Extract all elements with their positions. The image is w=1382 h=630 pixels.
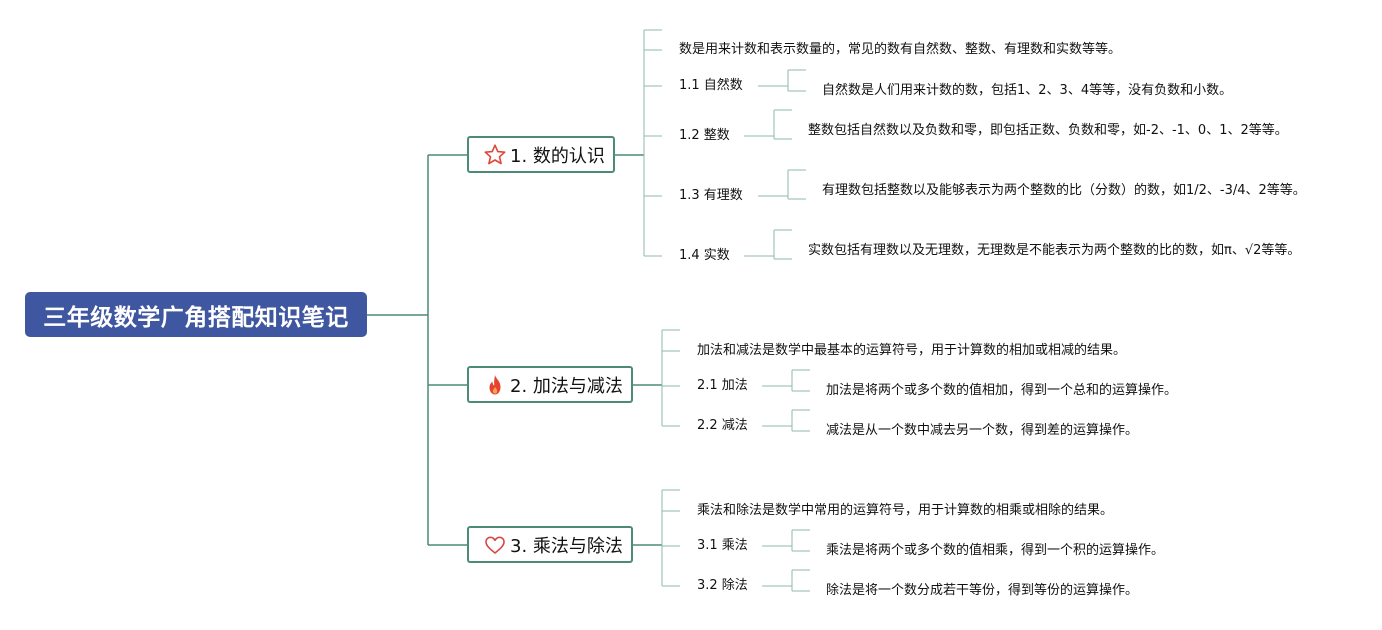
subtopic-label[interactable]: 2.2 减法 xyxy=(697,418,748,433)
star-icon xyxy=(483,143,507,167)
root-topic[interactable]: 三年级数学广角搭配知识笔记 xyxy=(25,292,367,337)
topic-multiplication-division[interactable]: 3. 乘法与除法 xyxy=(467,526,633,563)
topic-intro: 数是用来计数和表示数量的，常见的数有自然数、整数、有理数和实数等等。 xyxy=(679,42,1122,57)
subtopic-description: 整数包括自然数以及负数和零，即包括正数、负数和零，如-2、-1、0、1、2等等。 xyxy=(808,123,1288,138)
subtopic-label[interactable]: 3.2 除法 xyxy=(697,578,748,593)
fire-icon xyxy=(483,373,507,397)
topic-number-recognition[interactable]: 1. 数的认识 xyxy=(467,136,615,173)
subtopic-label[interactable]: 1.4 实数 xyxy=(679,248,730,263)
topic-title: 1. 数的认识 xyxy=(510,145,605,167)
subtopic-label[interactable]: 1.3 有理数 xyxy=(679,188,743,203)
subtopic-label[interactable]: 1.2 整数 xyxy=(679,128,730,143)
subtopic-description: 自然数是人们用来计数的数，包括1、2、3、4等等，没有负数和小数。 xyxy=(822,83,1233,98)
subtopic-description: 实数包括有理数以及无理数，无理数是不能表示为两个整数的比的数，如π、√2等等。 xyxy=(808,243,1301,258)
subtopic-description: 乘法是将两个或多个数的值相乘，得到一个积的运算操作。 xyxy=(826,543,1165,558)
subtopic-label[interactable]: 2.1 加法 xyxy=(697,378,748,393)
root-title: 三年级数学广角搭配知识笔记 xyxy=(43,304,349,331)
subtopic-label[interactable]: 3.1 乘法 xyxy=(697,538,748,553)
topic-title: 2. 加法与减法 xyxy=(510,375,623,397)
topic-intro: 加法和减法是数学中最基本的运算符号，用于计算数的相加或相减的结果。 xyxy=(697,343,1127,358)
topic-title: 3. 乘法与除法 xyxy=(510,535,623,557)
topic-intro: 乘法和除法是数学中常用的运算符号，用于计算数的相乘或相除的结果。 xyxy=(697,503,1114,518)
subtopic-description: 减法是从一个数中减去另一个数，得到差的运算操作。 xyxy=(826,423,1139,438)
subtopic-description: 有理数包括整数以及能够表示为两个整数的比（分数）的数，如1/2、-3/4、2等等… xyxy=(822,183,1306,198)
topic-addition-subtraction[interactable]: 2. 加法与减法 xyxy=(467,366,633,403)
subtopic-description: 加法是将两个或多个数的值相加，得到一个总和的运算操作。 xyxy=(826,383,1178,398)
subtopic-label[interactable]: 1.1 自然数 xyxy=(679,78,743,93)
heart-icon xyxy=(483,533,507,557)
subtopic-description: 除法是将一个数分成若干等份，得到等份的运算操作。 xyxy=(826,583,1139,598)
